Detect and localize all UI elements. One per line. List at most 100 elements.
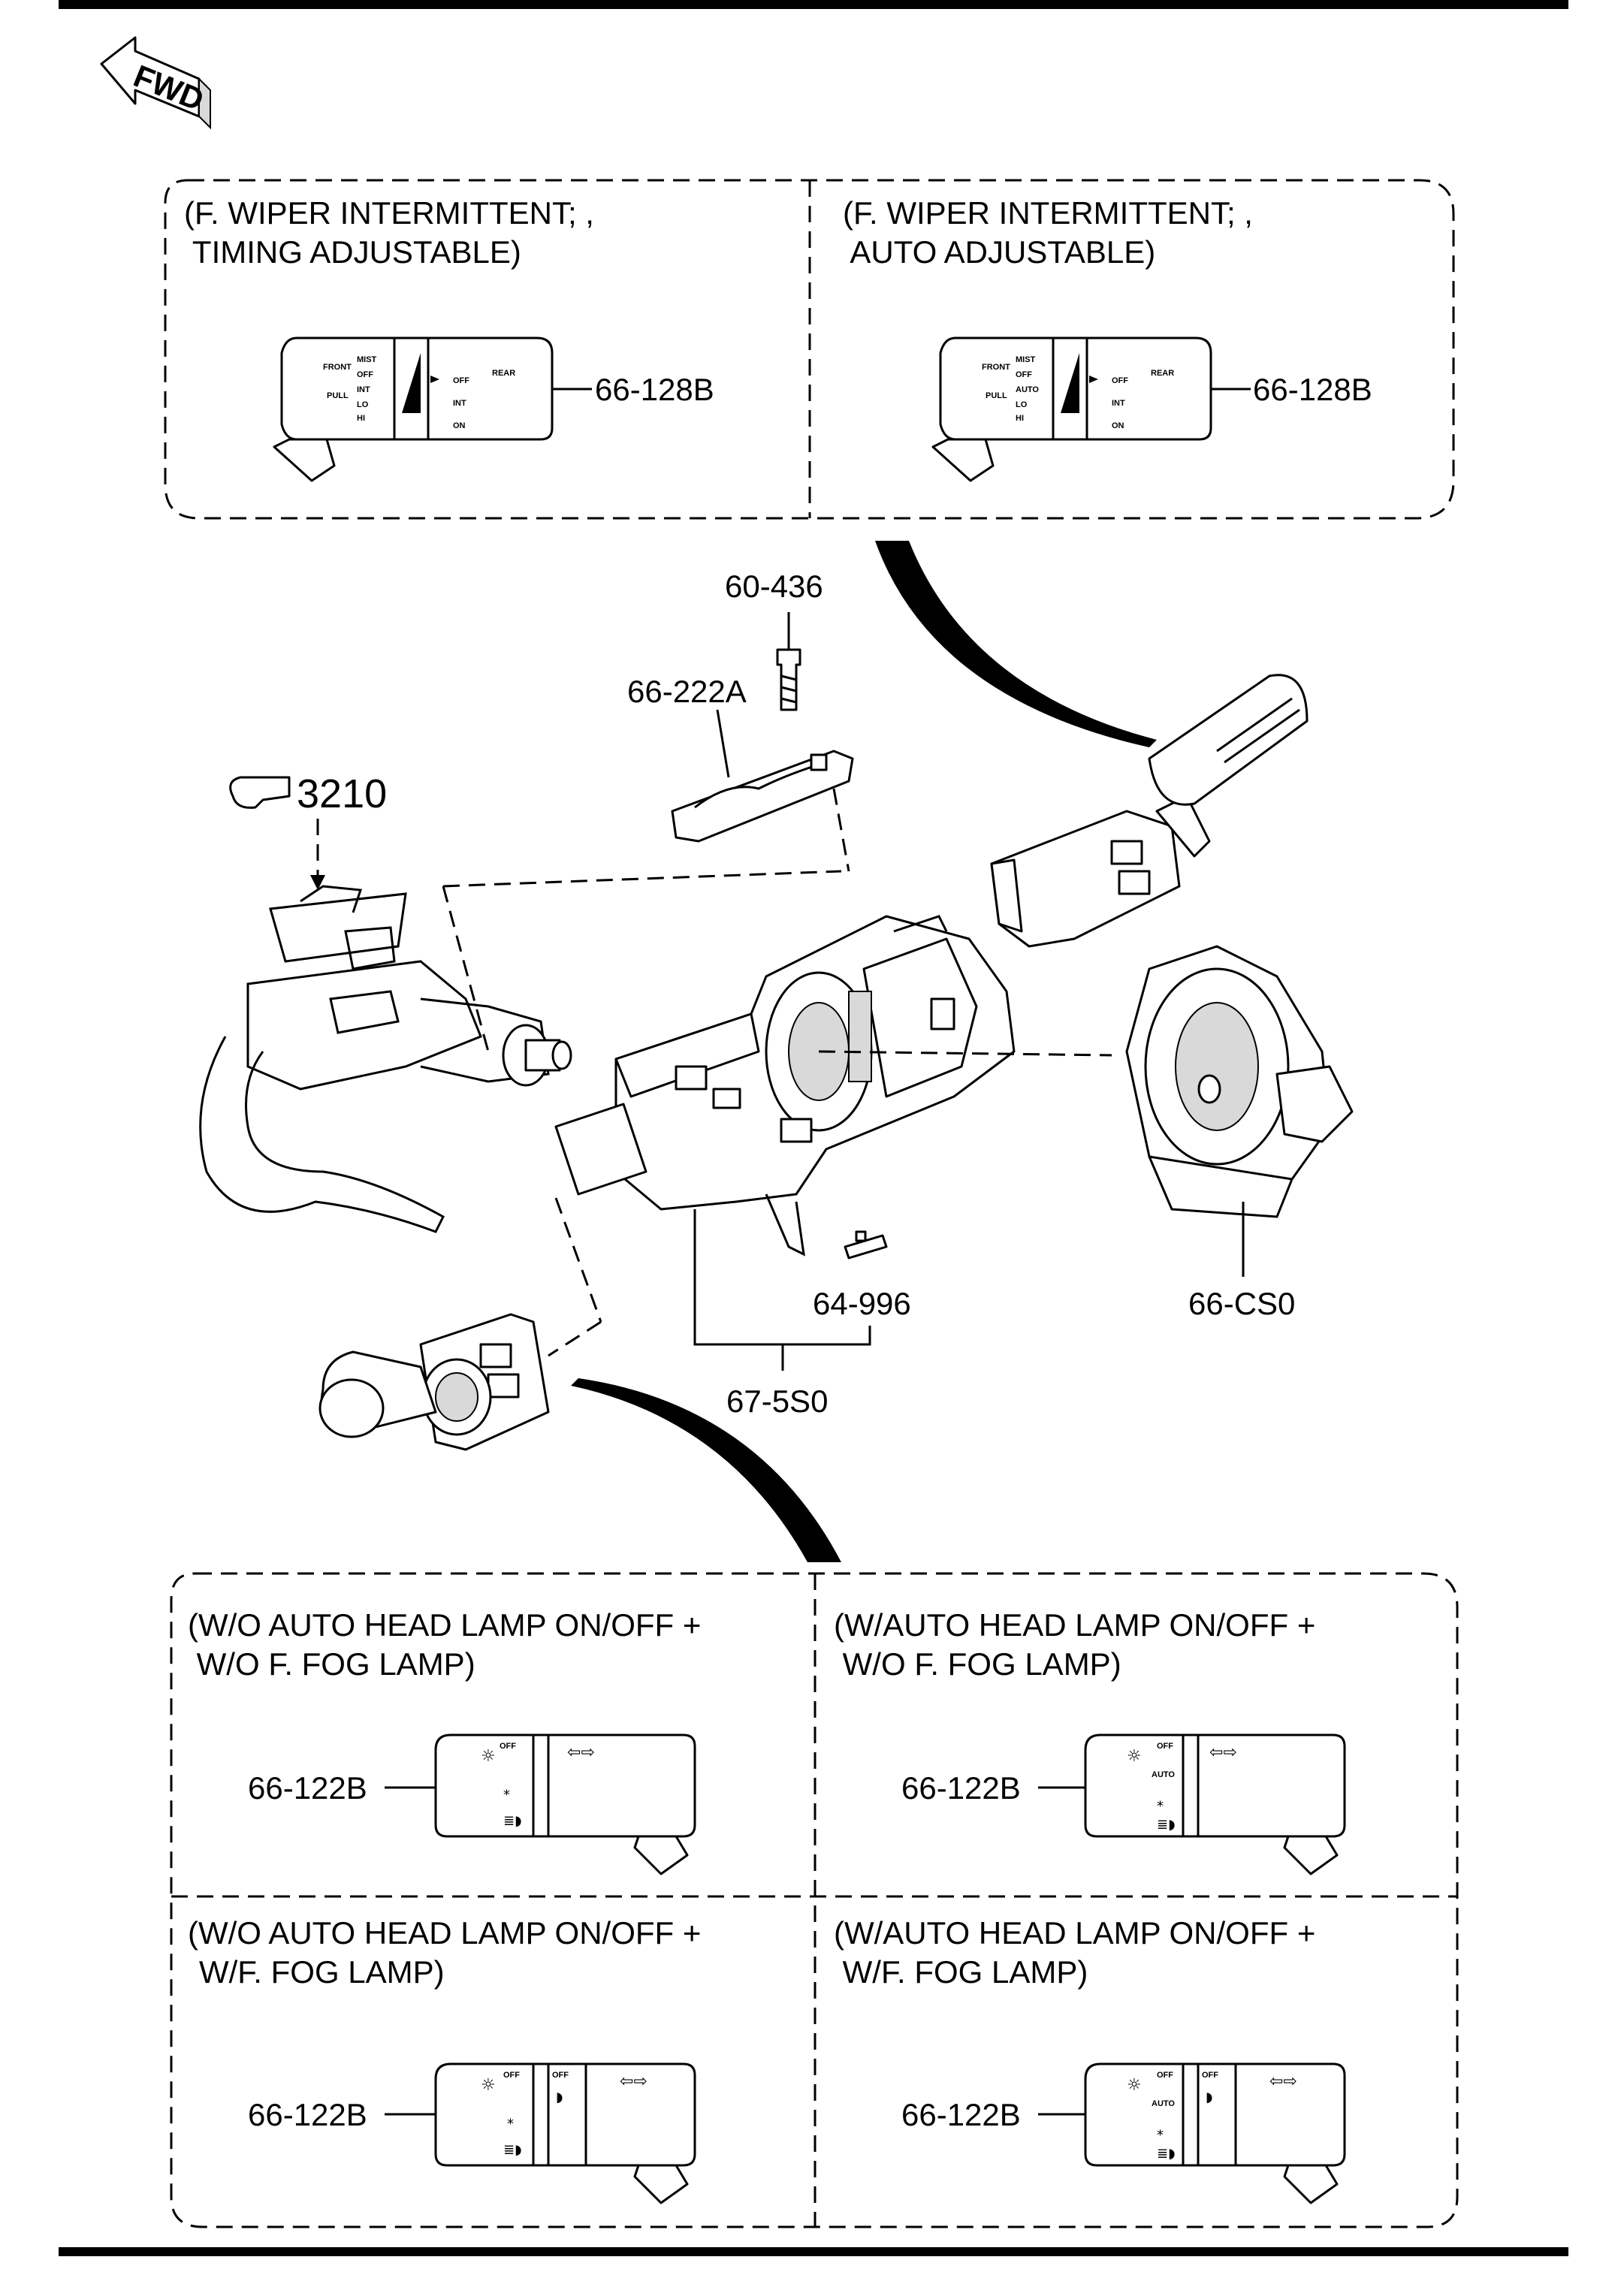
top-rule xyxy=(59,0,1568,9)
svg-text:INT: INT xyxy=(357,385,370,394)
turn-signal-icon: ⇦⇨ xyxy=(620,2072,647,2091)
fwd-arrow-icon: FWD xyxy=(100,36,211,130)
clock-spring-label: 66-CS0 xyxy=(1188,1286,1295,1321)
part-number-label: 66-122B xyxy=(901,2097,1021,2132)
svg-text:AUTO: AUTO xyxy=(1016,385,1039,394)
fog-lamp-icon: ◗ xyxy=(556,2089,563,2105)
sun-icon: ☼ xyxy=(481,2076,496,2095)
headlamp-lever-assembly xyxy=(318,1313,550,1451)
panel-title-line1: (W/AUTO HEAD LAMP ON/OFF + xyxy=(834,1915,1315,1951)
headlamp-switch-drawing: OFF AUTO ☼ ⁎ ≣◗ ⇦⇨ xyxy=(1084,1733,1346,1875)
sun-icon: ☼ xyxy=(1127,1747,1142,1766)
svg-text:MIST: MIST xyxy=(1016,355,1036,364)
leader-line xyxy=(442,870,842,888)
wiper-panel-auto: (F. WIPER INTERMITTENT; , AUTO ADJUSTABL… xyxy=(843,195,1372,482)
svg-text:AUTO: AUTO xyxy=(1152,2099,1175,2108)
headlamp-panel-2: (W/AUTO HEAD LAMP ON/OFF + W/O F. FOG LA… xyxy=(834,1607,1346,1875)
body-label: 67-5S0 xyxy=(726,1383,828,1419)
panel-title-line1: (W/O AUTO HEAD LAMP ON/OFF + xyxy=(188,1607,701,1643)
callout-wedge-top xyxy=(875,541,1157,747)
svg-text:MIST: MIST xyxy=(357,355,377,364)
panel-title-line2: TIMING ADJUSTABLE) xyxy=(184,234,521,270)
leader-line xyxy=(442,886,490,1052)
headlamp-panel-3: (W/O AUTO HEAD LAMP ON/OFF + W/F. FOG LA… xyxy=(188,1915,701,2204)
part-number-label: 66-122B xyxy=(901,1770,1021,1806)
headlamp-switch-variants-box xyxy=(170,1572,1459,2228)
panel-title-line2: W/O F. FOG LAMP) xyxy=(188,1646,475,1682)
part-number-label: 66-122B xyxy=(248,1770,367,1806)
svg-text:OFF: OFF xyxy=(503,2071,520,2080)
cover-label: 66-222A xyxy=(627,674,747,709)
hand-pointer-icon xyxy=(229,776,291,809)
svg-text:ON: ON xyxy=(1112,421,1124,430)
clock-spring-part: 66-CS0 xyxy=(1125,945,1354,1321)
svg-text:REAR: REAR xyxy=(1151,369,1174,378)
parking-lamp-icon: ⁎ xyxy=(503,1783,510,1799)
svg-text:INT: INT xyxy=(453,399,466,408)
cover-part: 66-222A xyxy=(627,674,854,872)
parking-lamp-icon: ⁎ xyxy=(507,2112,514,2128)
wiper-switch-variants-box xyxy=(164,179,1455,520)
sun-icon: ☼ xyxy=(481,1747,496,1766)
svg-text:REAR: REAR xyxy=(492,369,515,378)
svg-text:OFF: OFF xyxy=(500,1742,516,1751)
svg-text:OFF: OFF xyxy=(1157,2071,1173,2080)
svg-text:HI: HI xyxy=(357,414,365,423)
svg-text:PULL: PULL xyxy=(986,391,1007,400)
headlamp-switch-drawing: OFF ☼ ⁎ ≣◗ ⇦⇨ xyxy=(434,1733,696,1875)
parking-lamp-icon: ⁎ xyxy=(1157,1794,1164,1810)
panel-title-line1: (F. WIPER INTERMITTENT; , xyxy=(843,195,1253,231)
sun-icon: ☼ xyxy=(1127,2076,1142,2095)
screw-part: 60-436 xyxy=(725,569,823,711)
svg-text:LO: LO xyxy=(1016,400,1028,409)
wiper-switch-drawing: MIST OFF INT LO HI FRONT PULL OFF INT ON… xyxy=(273,336,554,482)
headlamp-switch-drawing: OFF OFF ☼ ⁎ ≣◗ ◗ ⇦⇨ xyxy=(434,2062,696,2204)
svg-text:ON: ON xyxy=(453,421,466,430)
reference-number: 3210 xyxy=(297,771,387,816)
panel-title-line1: (F. WIPER INTERMITTENT; , xyxy=(184,195,594,231)
leader-line xyxy=(554,1197,602,1323)
svg-text:HI: HI xyxy=(1016,414,1024,423)
turn-signal-icon: ⇦⇨ xyxy=(567,1743,595,1762)
bottom-rule xyxy=(59,2247,1568,2256)
turn-signal-icon: ⇦⇨ xyxy=(1269,2072,1297,2091)
fog-lamp-icon: ◗ xyxy=(1206,2089,1212,2105)
headlamp-panel-4: (W/AUTO HEAD LAMP ON/OFF + W/F. FOG LAMP… xyxy=(834,1915,1346,2204)
steering-column-outline xyxy=(199,885,572,1233)
callout-wedge-bottom xyxy=(571,1378,841,1562)
svg-text:OFF: OFF xyxy=(453,376,469,385)
combination-switch-body xyxy=(554,915,1016,1257)
leader-line xyxy=(548,1320,602,1357)
wiper-lever-assembly xyxy=(990,674,1309,948)
panel-title-line1: (W/AUTO HEAD LAMP ON/OFF + xyxy=(834,1607,1315,1643)
svg-text:LO: LO xyxy=(357,400,369,409)
headlamp-icon: ≣◗ xyxy=(503,2142,522,2158)
panel-title-line2: W/O F. FOG LAMP) xyxy=(834,1646,1121,1682)
leader-line xyxy=(818,1050,1112,1057)
part-number-label: 66-128B xyxy=(1253,372,1372,407)
svg-text:FRONT: FRONT xyxy=(982,363,1010,372)
reference-note: 3210 xyxy=(229,771,387,890)
svg-text:OFF: OFF xyxy=(1112,376,1128,385)
part-number-label: 66-122B xyxy=(248,2097,367,2132)
headlamp-icon: ≣◗ xyxy=(1157,1817,1176,1833)
svg-text:OFF: OFF xyxy=(1157,1742,1173,1751)
panel-title-line1: (W/O AUTO HEAD LAMP ON/OFF + xyxy=(188,1915,701,1951)
headlamp-switch-drawing: OFF OFF AUTO ☼ ⁎ ≣◗ ◗ ⇦⇨ xyxy=(1084,2062,1346,2204)
panel-title-line2: W/F. FOG LAMP) xyxy=(199,1954,445,1990)
svg-text:OFF: OFF xyxy=(1016,370,1032,379)
headlamp-panel-1: (W/O AUTO HEAD LAMP ON/OFF + W/O F. FOG … xyxy=(188,1607,701,1875)
svg-text:INT: INT xyxy=(1112,399,1125,408)
wiper-panel-timing: (F. WIPER INTERMITTENT; , TIMING ADJUSTA… xyxy=(184,195,714,482)
body-label-bracket: 67-5S0 xyxy=(693,1209,871,1419)
wiper-switch-drawing: MIST OFF AUTO LO HI FRONT PULL OFF INT O… xyxy=(931,336,1212,482)
screw-label: 60-436 xyxy=(725,569,823,604)
svg-text:PULL: PULL xyxy=(327,391,349,400)
panel-title-line2: W/F. FOG LAMP) xyxy=(834,1954,1088,1990)
headlamp-icon: ≣◗ xyxy=(1157,2146,1176,2162)
svg-text:OFF: OFF xyxy=(552,2071,569,2080)
svg-text:OFF: OFF xyxy=(1202,2071,1218,2080)
svg-text:AUTO: AUTO xyxy=(1152,1770,1175,1779)
part-number-label: 66-128B xyxy=(595,372,714,407)
